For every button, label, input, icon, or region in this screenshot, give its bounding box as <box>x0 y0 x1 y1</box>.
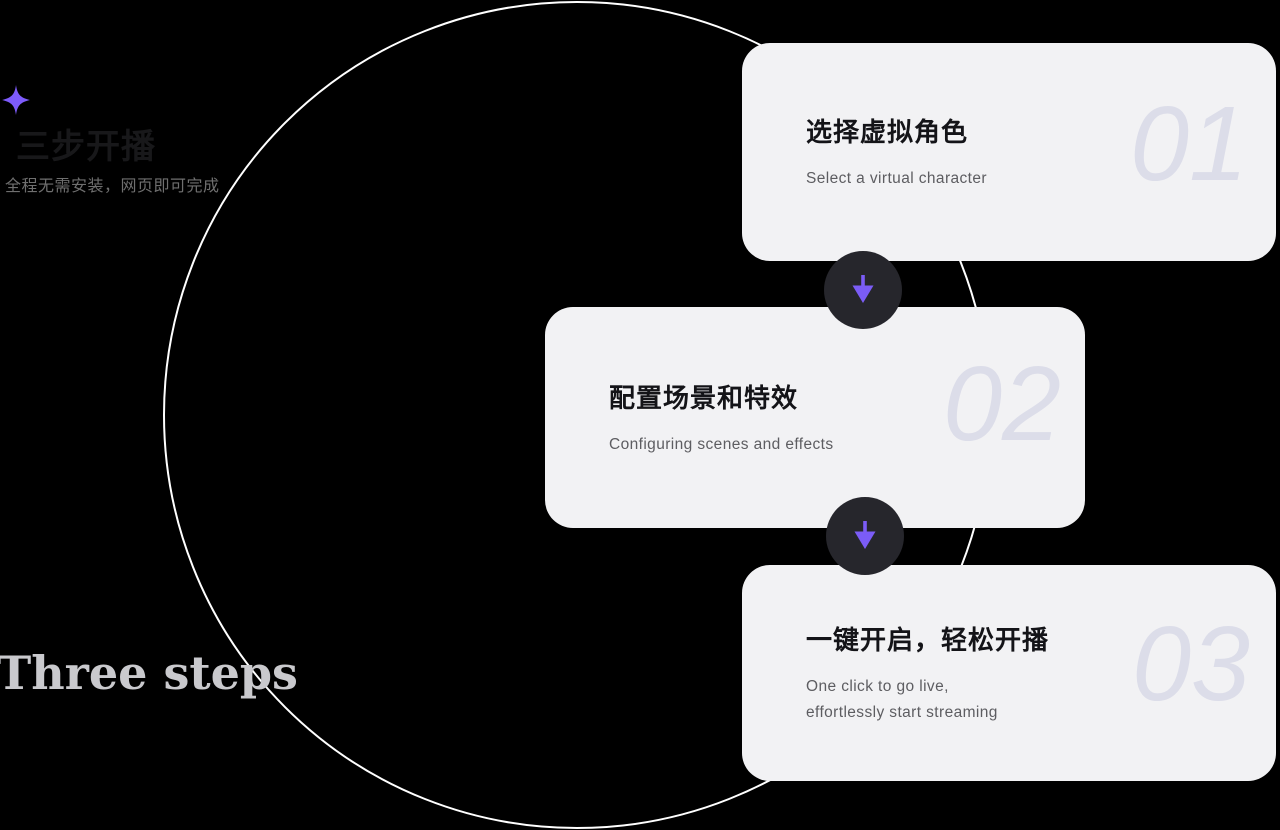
step-card-1: 选择虚拟角色 Select a virtual character 01 <box>742 43 1276 261</box>
page-caption: Three steps <box>0 646 298 700</box>
page-subtitle: 全程无需安装，网页即可完成 <box>5 178 220 195</box>
arrow-down-icon <box>852 275 874 303</box>
step-title: 配置场景和特效 <box>609 382 799 413</box>
arrow-down-icon <box>854 521 876 549</box>
page-title: 三步开播 <box>16 128 156 166</box>
step-card-3: 一键开启，轻松开播 One click to go live, effortle… <box>742 565 1276 781</box>
step-arrow-button <box>824 251 902 329</box>
step-title: 一键开启，轻松开播 <box>806 625 1050 655</box>
step-card-2: 配置场景和特效 Configuring scenes and effects 0… <box>545 307 1085 528</box>
sparkle-icon <box>2 85 30 115</box>
step-arrow-button <box>826 497 904 575</box>
step-subtitle: One click to go live, effortlessly start… <box>806 678 998 721</box>
step-title: 选择虚拟角色 <box>806 117 969 147</box>
step-subtitle: Select a virtual character <box>806 170 987 187</box>
step-subtitle: Configuring scenes and effects <box>609 435 834 453</box>
